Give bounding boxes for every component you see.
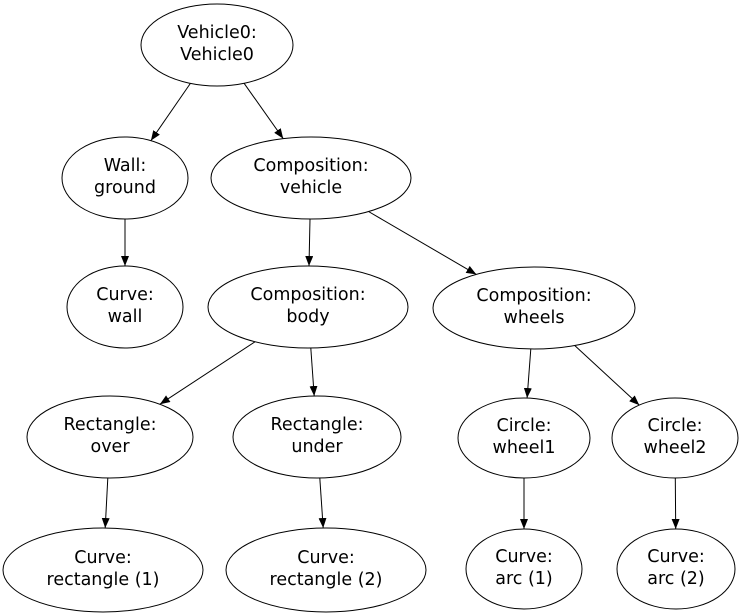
node-label-vehicle0: Vehicle0:Vehicle0 xyxy=(177,23,257,65)
node-label-circle-wheel2: Circle:wheel2 xyxy=(644,416,707,458)
node-rectangle-under: Rectangle:under xyxy=(232,395,402,479)
node-label-curve-arc-2: Curve:arc (2) xyxy=(647,547,705,589)
node-label-line: Composition: xyxy=(250,285,365,305)
node-composition-vehicle: Composition:vehicle xyxy=(210,136,412,220)
node-ellipse-rectangle-under xyxy=(232,395,402,479)
node-label-composition-body: Composition:body xyxy=(250,285,365,327)
edge-composition-wheels-to-circle-wheel1 xyxy=(523,348,532,399)
node-ellipse-curve-rectangle-2 xyxy=(225,527,427,613)
node-label-line: arc (1) xyxy=(495,569,553,589)
node-label-line: over xyxy=(90,437,130,457)
node-label-composition-wheels: Composition:wheels xyxy=(476,286,591,328)
edge-vehicle0-to-composition-vehicle xyxy=(243,83,284,139)
node-label-line: wheel1 xyxy=(493,438,556,458)
edge-composition-body-to-rectangle-over xyxy=(159,341,256,405)
node-ellipse-rectangle-over xyxy=(26,395,194,479)
node-label-line: Vehicle0: xyxy=(177,23,257,43)
node-label-line: rectangle (1) xyxy=(47,570,160,590)
edge-rectangle-under-to-curve-rectangle-2 xyxy=(318,477,327,529)
node-ellipse-vehicle0 xyxy=(140,3,294,87)
node-curve-arc-1: Curve:arc (1) xyxy=(465,528,583,610)
node-ellipse-curve-wall xyxy=(66,265,184,349)
node-label-circle-wheel1: Circle:wheel1 xyxy=(493,416,556,458)
node-label-line: Composition: xyxy=(476,286,591,306)
edge-rectangle-over-to-curve-rectangle-1 xyxy=(101,477,110,529)
nodes-layer: Vehicle0:Vehicle0Wall:groundComposition:… xyxy=(2,3,739,613)
node-label-line: Composition: xyxy=(253,156,368,176)
edge-composition-vehicle-to-composition-body xyxy=(305,218,314,267)
node-label-line: Wall: xyxy=(104,156,147,176)
node-label-line: Curve: xyxy=(74,548,132,568)
node-ellipse-curve-arc-2 xyxy=(616,528,736,610)
node-curve-arc-2: Curve:arc (2) xyxy=(616,528,736,610)
node-label-curve-wall: Curve:wall xyxy=(96,285,154,327)
node-label-line: Circle: xyxy=(496,416,551,436)
node-vehicle0: Vehicle0:Vehicle0 xyxy=(140,3,294,87)
node-composition-wheels: Composition:wheels xyxy=(432,266,636,350)
node-label-curve-rectangle-2: Curve:rectangle (2) xyxy=(270,548,383,590)
node-label-line: Curve: xyxy=(647,547,705,567)
node-curve-rectangle-1: Curve:rectangle (1) xyxy=(2,527,204,613)
node-label-line: vehicle xyxy=(280,178,342,198)
edge-vehicle0-to-wall-ground xyxy=(150,83,191,141)
node-label-composition-vehicle: Composition:vehicle xyxy=(253,156,368,198)
node-label-line: Rectangle: xyxy=(63,415,156,435)
node-label-line: Curve: xyxy=(495,547,553,567)
node-label-line: Circle: xyxy=(647,416,702,436)
node-ellipse-circle-wheel2 xyxy=(611,397,739,479)
node-curve-wall: Curve:wall xyxy=(66,265,184,349)
node-label-line: Rectangle: xyxy=(270,415,363,435)
edges-layer xyxy=(101,83,680,530)
node-label-curve-arc-1: Curve:arc (1) xyxy=(495,547,553,589)
edge-composition-wheels-to-circle-wheel2 xyxy=(574,345,640,406)
node-label-rectangle-over: Rectangle:over xyxy=(63,415,156,457)
node-label-line: under xyxy=(291,437,343,457)
node-label-rectangle-under: Rectangle:under xyxy=(270,415,363,457)
node-label-line: Curve: xyxy=(96,285,154,305)
node-label-line: body xyxy=(286,307,329,327)
node-label-wall-ground: Wall:ground xyxy=(94,156,156,198)
node-ellipse-composition-wheels xyxy=(432,266,636,350)
node-curve-rectangle-2: Curve:rectangle (2) xyxy=(225,527,427,613)
node-ellipse-curve-arc-1 xyxy=(465,528,583,610)
node-ellipse-composition-body xyxy=(207,265,409,349)
edge-composition-body-to-rectangle-under xyxy=(309,347,318,397)
node-ellipse-curve-rectangle-1 xyxy=(2,527,204,613)
node-label-line: ground xyxy=(94,178,156,198)
edge-composition-vehicle-to-composition-wheels xyxy=(368,211,477,275)
node-label-line: arc (2) xyxy=(647,569,705,589)
node-composition-body: Composition:body xyxy=(207,265,409,349)
node-label-line: wheels xyxy=(504,308,565,328)
node-label-line: wheel2 xyxy=(644,438,707,458)
node-label-curve-rectangle-1: Curve:rectangle (1) xyxy=(47,548,160,590)
node-circle-wheel1: Circle:wheel1 xyxy=(457,397,591,479)
node-label-line: Vehicle0 xyxy=(180,45,254,65)
node-circle-wheel2: Circle:wheel2 xyxy=(611,397,739,479)
node-label-line: rectangle (2) xyxy=(270,570,383,590)
node-label-line: wall xyxy=(108,307,143,327)
node-ellipse-circle-wheel1 xyxy=(457,397,591,479)
node-ellipse-composition-vehicle xyxy=(210,136,412,220)
node-rectangle-over: Rectangle:over xyxy=(26,395,194,479)
node-ellipse-wall-ground xyxy=(61,136,189,220)
node-wall-ground: Wall:ground xyxy=(61,136,189,220)
node-label-line: Curve: xyxy=(297,548,355,568)
